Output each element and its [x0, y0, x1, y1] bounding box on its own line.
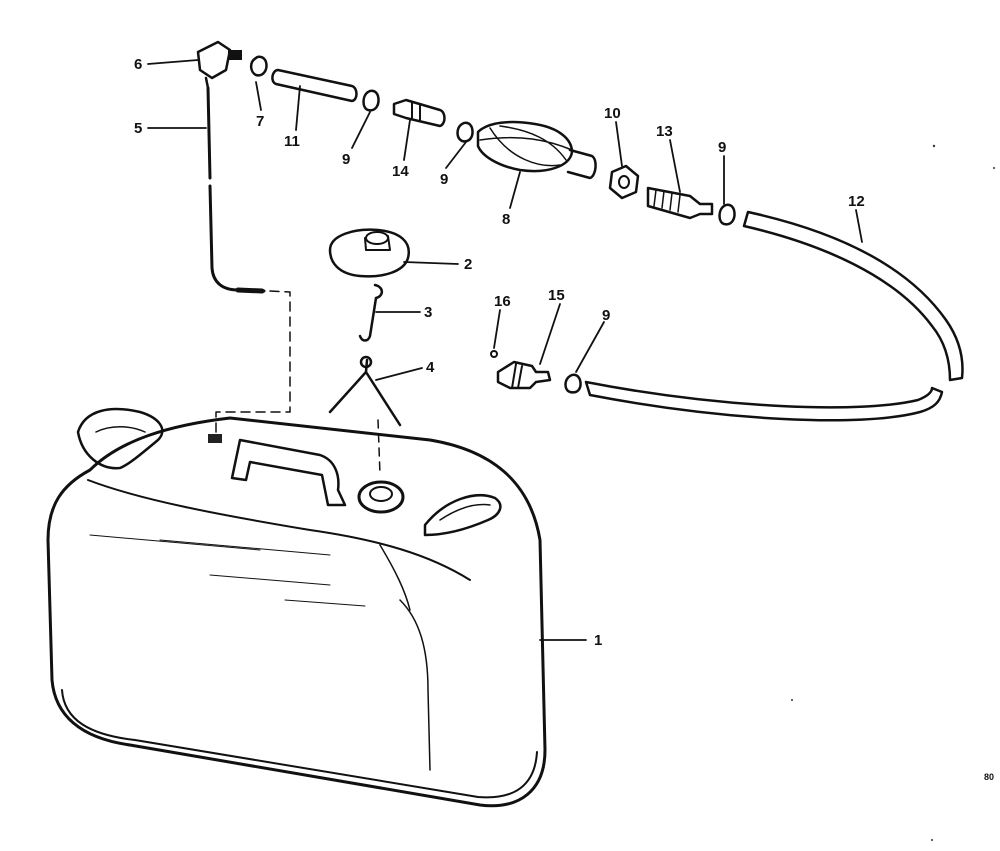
callout-12: 12 [848, 193, 865, 210]
short-hose [271, 68, 358, 103]
callout-3: 3 [424, 304, 432, 321]
fuel-hose-12 [742, 210, 964, 382]
fuel-line-top [249, 55, 964, 422]
cap-assembly [328, 228, 411, 476]
cap-alignment-line [377, 419, 381, 476]
callout-11: 11 [284, 133, 300, 150]
pickup-tube-lower [208, 184, 266, 293]
scan-specks [791, 144, 995, 841]
callout-16: 16 [494, 293, 511, 310]
callout-8: 8 [502, 211, 510, 228]
clamp-9-c [718, 203, 736, 226]
clamp-9-a [362, 89, 380, 112]
tank-right-grip [423, 494, 502, 537]
tank-front-crease [379, 544, 411, 611]
reference-code: 80 [984, 772, 994, 782]
callout-15: 15 [548, 287, 565, 304]
pickup-tube-upper [206, 86, 212, 180]
tank-corner-crease [399, 599, 431, 771]
cap-spring [328, 358, 402, 427]
elbow-fitting [196, 40, 232, 80]
filler-neck [357, 480, 405, 514]
pickup-assembly [196, 40, 291, 433]
tank-inner-outline [61, 689, 538, 799]
callout-9-a: 9 [342, 151, 350, 168]
tank-carry-handle [230, 438, 347, 507]
tank-body-outline [46, 416, 547, 808]
tank-connector-group [490, 350, 582, 394]
callout-labels: 1 2 3 4 5 6 7 11 9 14 9 8 10 13 9 12 16 … [134, 56, 994, 782]
clamp-9-d [564, 373, 582, 394]
tank-top-edge [87, 479, 471, 581]
nut-10 [608, 164, 640, 200]
callout-9-d: 9 [602, 307, 610, 324]
callout-5: 5 [134, 120, 142, 137]
callout-4: 4 [426, 359, 435, 376]
o-ring-16 [490, 350, 498, 358]
callout-14: 14 [392, 163, 409, 180]
callout-7: 7 [256, 113, 264, 130]
callout-9-c: 9 [718, 139, 726, 156]
clamp-9-b [456, 121, 474, 143]
connector-14 [392, 98, 446, 128]
fuel-tank [46, 407, 547, 808]
callout-10: 10 [604, 105, 621, 122]
tank-connector-15 [496, 360, 552, 390]
clamp-7 [249, 55, 268, 77]
pickup-alignment-line [215, 290, 291, 433]
fuel-hose-12-lower [584, 380, 944, 422]
callout-13: 13 [656, 123, 673, 140]
filler-cap [328, 228, 411, 278]
primer-bulb [476, 120, 574, 173]
tank-left-grip [76, 407, 164, 470]
callout-1: 1 [594, 632, 602, 649]
leader-lines [147, 59, 863, 641]
fuel-connector-13 [646, 186, 714, 220]
callout-6: 6 [134, 56, 142, 73]
callout-9-b: 9 [440, 171, 448, 188]
cap-hook [358, 283, 384, 342]
callout-2: 2 [464, 256, 472, 273]
pickup-mount [208, 434, 222, 443]
